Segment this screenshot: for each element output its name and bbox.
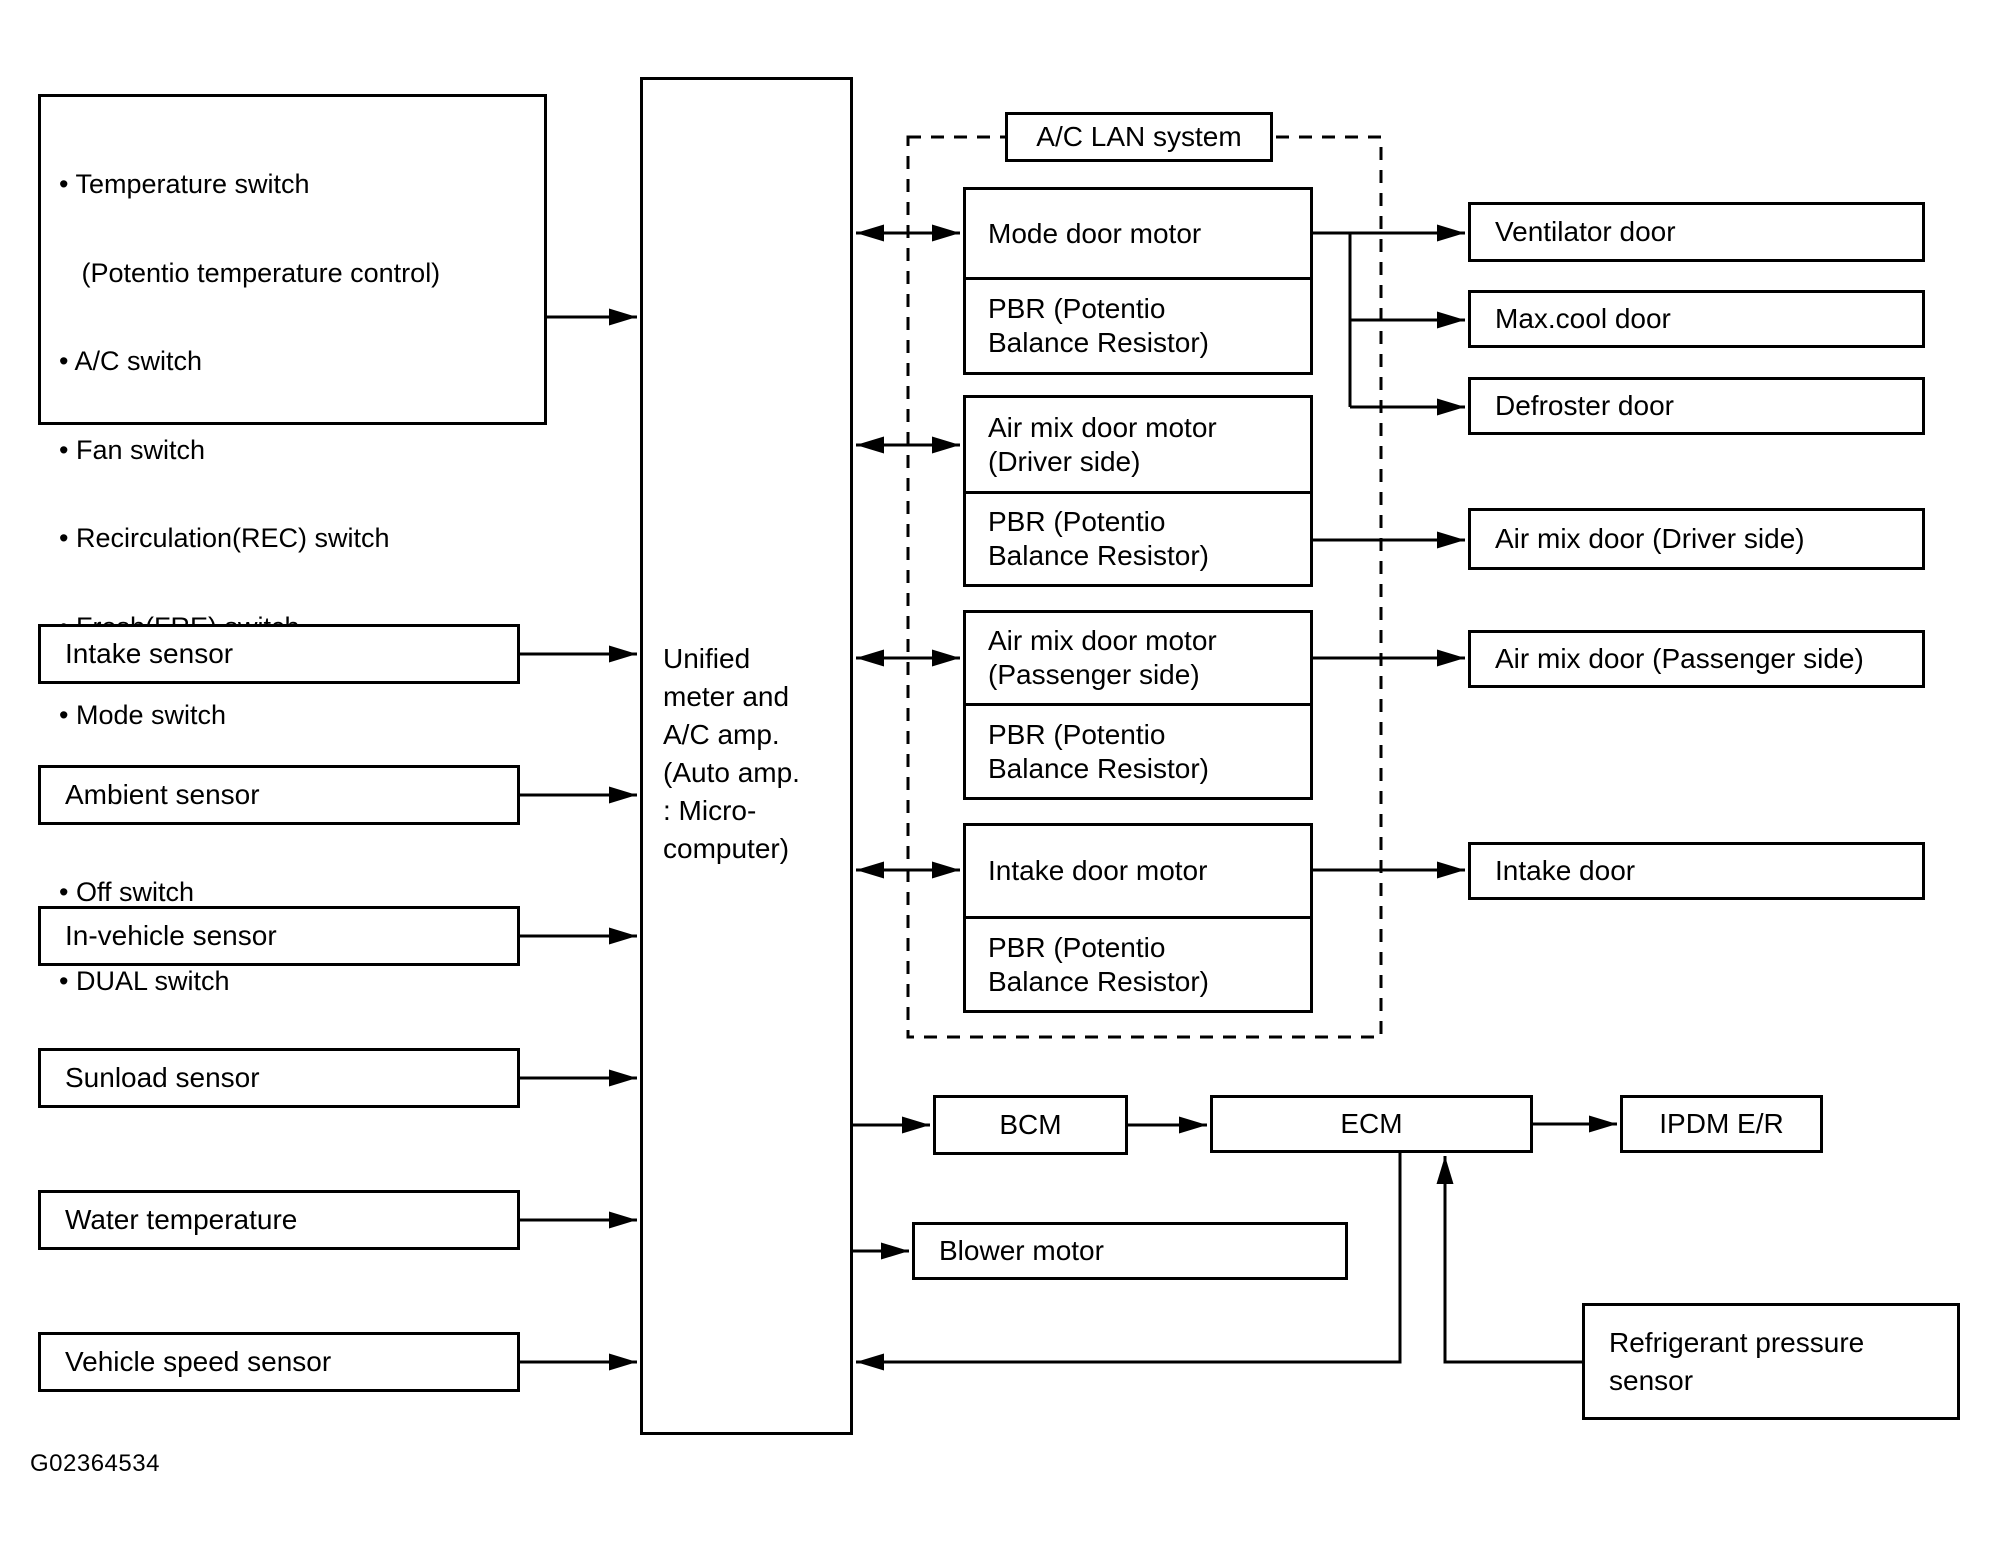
switch-item: • Fan switch (59, 434, 205, 465)
bcm-box: BCM (933, 1095, 1128, 1155)
switch-item: (Potentio temperature control) (59, 257, 441, 288)
refrigerant-pressure-sensor-box: Refrigerant pressure sensor (1582, 1303, 1960, 1420)
intake-door-box: Intake door (1468, 842, 1925, 900)
switch-panel-box: • Temperature switch (Potentio temperatu… (38, 94, 547, 1084)
sensor-box-in-vehicle: In-vehicle sensor (38, 906, 520, 966)
switch-item: • Recirculation(REC) switch (59, 523, 390, 553)
sensor-box-vehicle-speed: Vehicle speed sensor (38, 1332, 520, 1392)
intake-door-motor-cell: Intake door motor (966, 826, 1310, 919)
intake-door-motor-group: Intake door motor PBR (Potentio Balance … (963, 823, 1313, 1013)
ecm-box: ECM (1210, 1095, 1533, 1153)
max-cool-door-box: Max.cool door (1468, 290, 1925, 348)
sensor-box-water-temperature: Water temperature (38, 1190, 520, 1250)
switch-item: • DUAL switch (59, 965, 230, 996)
air-mix-passenger-motor-group: Air mix door motor (Passenger side) PBR … (963, 610, 1313, 800)
ac-lan-label-box: A/C LAN system (1005, 112, 1273, 162)
sensor-box-sunload: Sunload sensor (38, 1048, 520, 1108)
air-mix-driver-pbr-cell: PBR (Potentio Balance Resistor) (988, 506, 1209, 571)
switch-item: • Mode switch (59, 700, 227, 730)
arrow-refrigerant-sensor-to-ecm (1436, 1156, 1582, 1364)
switch-item: • Temperature switch (59, 169, 310, 199)
air-mix-passenger-pbr-cell: PBR (Potentio Balance Resistor) (988, 718, 1209, 784)
mode-door-pbr-cell: PBR (Potentio Balance Resistor) (988, 293, 1209, 358)
sensor-box-ambient: Ambient sensor (38, 765, 520, 825)
blower-motor-box: Blower motor (912, 1222, 1348, 1280)
intake-door-pbr-cell: PBR (Potentio Balance Resistor) (988, 931, 1209, 997)
sensor-box-intake: Intake sensor (38, 624, 520, 684)
air-mix-door-driver-box: Air mix door (Driver side) (1468, 508, 1925, 570)
figure-code: G02364534 (30, 1450, 160, 1477)
switch-item: • A/C switch (59, 346, 202, 376)
defroster-door-box: Defroster door (1468, 377, 1925, 435)
air-mix-driver-motor-cell: Air mix door motor (Driver side) (966, 398, 1310, 494)
air-mix-door-passenger-box: Air mix door (Passenger side) (1468, 630, 1925, 688)
mode-door-motor-group: Mode door motor PBR (Potentio Balance Re… (963, 187, 1313, 375)
ventilator-door-box: Ventilator door (1468, 202, 1925, 262)
air-mix-passenger-motor-cell: Air mix door motor (Passenger side) (966, 613, 1310, 706)
ipdm-er-box: IPDM E/R (1620, 1095, 1823, 1153)
switch-item: • Off switch (59, 877, 194, 907)
unified-meter-amp-box: Unified meter and A/C amp. (Auto amp. : … (640, 77, 853, 1435)
mode-door-motor-cell: Mode door motor (966, 190, 1310, 280)
air-mix-driver-motor-group: Air mix door motor (Driver side) PBR (Po… (963, 395, 1313, 587)
